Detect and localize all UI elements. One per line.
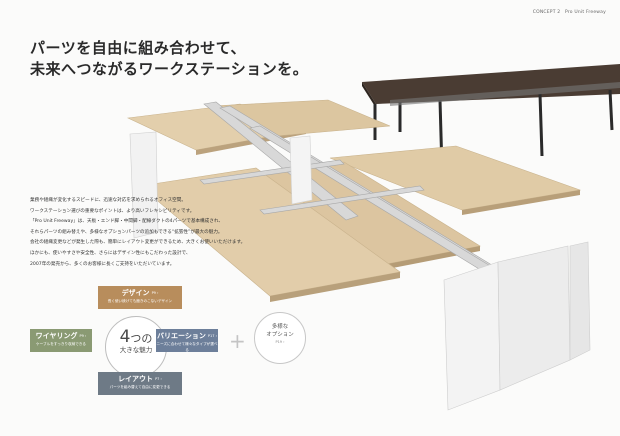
features-caption: 大きな魅力 [119,346,153,354]
concept-label: CONCEPT 2 [532,10,561,15]
feature-wiring-title: ワイヤリング [35,332,78,340]
feature-layout-desc: パーツを組み替えて自由に変更できる [109,385,171,389]
workstation-photo [126,64,620,411]
body-line: 2007年の発売から、多くのお客様に長くご支持をいただいています。 [30,261,175,267]
frame-rails [199,101,521,289]
feature-variation-page: P17 › [207,334,217,338]
end-legs [129,131,591,411]
options-line-1: 多様な [271,324,289,330]
four-features-circle: 4つの 大きな魅力 [105,316,167,378]
feature-layout-title: レイアウト [118,375,154,383]
body-copy: 業務や組織が変化するスピードに、迅速な対応を求められるオフィス空間。 ワークステ… [30,196,246,270]
features-count: 4 [119,327,131,347]
page-header: CONCEPT 2 Pro Unit Freeway [530,10,606,15]
feature-variation-title: バリエーション [157,332,206,340]
options-circle[interactable]: 多様な オプション P19 › [254,312,306,364]
options-line-2: オプション [266,332,294,338]
headline-line-2: 未来へつながるワークステーションを。 [30,60,309,78]
features-count-suffix: つの [130,332,153,345]
body-line: ワークステーション選びの重要なポイントは、より高いフレキシビリティです。 [30,208,195,214]
headline-line-1: パーツを自由に組み合わせて、 [30,39,246,57]
product-label: Pro Unit Freeway [564,10,606,15]
feature-variation-desc: ニーズに合わせて様々なタイプが選べる [156,342,218,352]
feature-layout-page: P7 › [155,377,162,381]
body-line: 業務や組織が変化するスピードに、迅速な対応を求められるオフィス空間。 [30,198,186,203]
body-line: ほかにも、使いやすさや安全性、さらにはデザイン性にもこだわった設計で、 [30,250,191,256]
feature-design-title: デザイン [121,289,150,297]
plus-icon: + [229,329,246,353]
feature-design-page: P9 › [151,291,159,295]
body-line: それらパーツの組み替えや、多様なオプションパーツの追加もできる“拡張性”が最大の… [30,229,223,235]
headline: パーツを自由に組み合わせて、 未来へつながるワークステーションを。 [30,38,308,80]
body-line: 「Pro Unit Freeway」は、天板・エンド脚・中間脚・配線ダクトの4パ… [30,219,224,225]
feature-wiring-desc: ケーブルをすっきり収納できる [36,342,86,346]
feature-design-desc: 長く使い続けても飽きのこないデザイン [107,299,173,303]
feature-wiring-page: P9 › [79,334,87,338]
body-line: 会社の組織変更などが発生した際も、簡単にレイアウト変更ができるため、大きくお使い… [30,240,246,246]
options-page: P19 › [275,340,285,344]
